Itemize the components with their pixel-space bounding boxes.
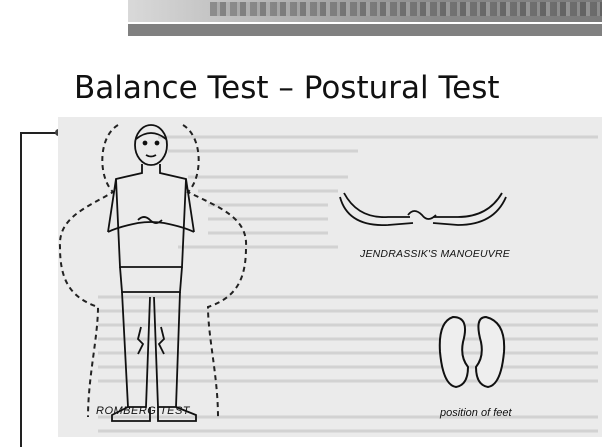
slide-title: Balance Test – Postural Test: [74, 70, 500, 106]
romberg-illustration: [58, 117, 602, 437]
caption-romberg: ROMBERG TEST: [96, 405, 190, 417]
bracket-line-vertical: [20, 132, 22, 447]
jendrassik-arms: [340, 193, 506, 225]
caption-jendrassik: JENDRASSIK'S MANOEUVRE: [360, 248, 510, 260]
scanned-figure: [58, 117, 602, 437]
caption-feet: position of feet: [440, 407, 512, 419]
standing-figure: [108, 125, 196, 421]
bracket-line-horizontal: [20, 132, 58, 134]
header-faded-text-strip: [210, 2, 602, 16]
faint-background-text: [98, 137, 598, 431]
sway-outline-left: [60, 125, 118, 417]
slide-header-band: [0, 0, 602, 38]
sway-outline-right: [183, 125, 246, 417]
header-rule-bar: [128, 24, 602, 36]
